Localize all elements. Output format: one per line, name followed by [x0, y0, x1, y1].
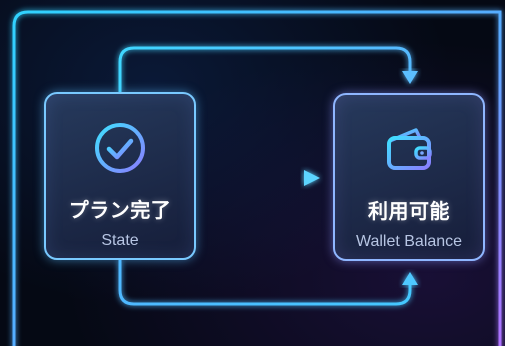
wallet-node-title: 利用可能	[368, 199, 450, 223]
check-circle-icon	[95, 123, 145, 173]
state-node-subtitle: State	[101, 232, 139, 249]
top-connector	[118, 46, 412, 92]
wallet-icon	[387, 128, 432, 170]
bottom-connector-arrowhead	[402, 272, 418, 285]
top-connector-arrowhead	[402, 71, 418, 84]
outer-frame	[12, 10, 502, 346]
bottom-connector	[118, 260, 412, 306]
wallet-balance-node: 利用可能 Wallet Balance	[333, 93, 485, 261]
middle-connector-arrowhead	[304, 170, 320, 186]
state-node: プラン完了 State	[44, 92, 196, 260]
wallet-node-subtitle: Wallet Balance	[355, 233, 463, 250]
state-node-title: プラン完了	[68, 198, 172, 222]
